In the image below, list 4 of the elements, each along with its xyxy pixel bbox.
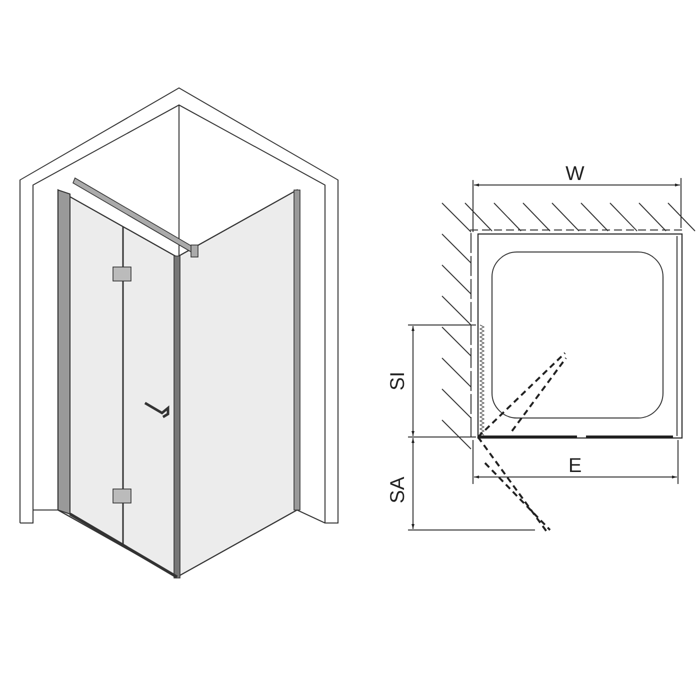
- dimension-label: E: [568, 456, 582, 476]
- dimension-label: SA: [388, 476, 408, 504]
- dimension-label: W: [566, 164, 584, 184]
- dimension-label: SI: [388, 372, 408, 390]
